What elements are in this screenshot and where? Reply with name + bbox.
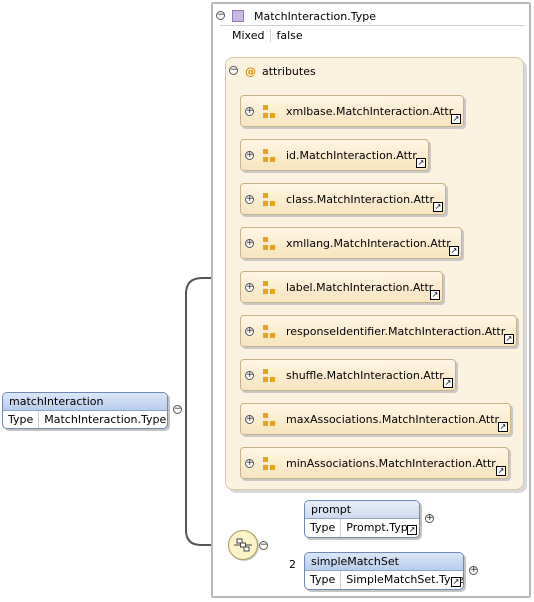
root-element-box[interactable]: matchInteraction Type MatchInteraction.T…	[2, 392, 168, 429]
prompt-element-name: prompt	[305, 501, 419, 519]
attribute-label: maxAssociations.MatchInteraction.Attr	[286, 413, 500, 426]
cardinality-label: 2	[289, 558, 296, 571]
attribute-label: xmllang.MatchInteraction.Attr	[286, 237, 451, 250]
attribute-label: label.MatchInteraction.Attr	[286, 281, 434, 294]
collapse-root-button[interactable]: −	[173, 404, 182, 414]
attribute-label: shuffle.MatchInteraction.Attr	[286, 369, 444, 382]
root-element-name: matchInteraction	[3, 393, 167, 411]
link-arrow-icon[interactable]: ↗	[498, 422, 508, 432]
expand-icon[interactable]: +	[245, 370, 254, 380]
attribute-icon	[263, 413, 277, 427]
attribute-box[interactable]: + class.MatchInteraction.Attr ↗	[240, 183, 446, 215]
attribute-label: class.MatchInteraction.Attr	[286, 193, 435, 206]
sequence-glyph	[234, 538, 252, 552]
mixed-value: false	[276, 28, 303, 42]
attribute-box[interactable]: + label.MatchInteraction.Attr ↗	[240, 271, 443, 303]
link-arrow-icon[interactable]: ↗	[433, 202, 443, 212]
attribute-icon	[263, 193, 277, 207]
attribute-icon	[263, 369, 277, 383]
attribute-icon	[263, 281, 277, 295]
mixed-row: Mixed false	[232, 27, 303, 43]
link-arrow-icon[interactable]: ↗	[496, 466, 506, 476]
attribute-label: minAssociations.MatchInteraction.Attr	[286, 457, 496, 470]
simplematchset-element-name: simpleMatchSet	[305, 553, 463, 571]
type-key: Type	[305, 571, 342, 589]
link-arrow-icon[interactable]: ↗	[504, 334, 514, 344]
root-element-type-row: Type MatchInteraction.Type	[3, 411, 167, 428]
expand-icon[interactable]: +	[245, 238, 254, 248]
divider	[220, 25, 525, 26]
link-arrow-icon[interactable]: ↗	[430, 290, 440, 300]
type-value: MatchInteraction.Type	[44, 413, 167, 426]
complex-type-header: MatchInteraction.Type	[232, 7, 376, 25]
attributes-group-title: − @ attributes	[229, 64, 316, 78]
attribute-icon	[263, 149, 277, 163]
expand-prompt-button[interactable]: +	[425, 513, 434, 523]
link-arrow-icon[interactable]: ↗	[451, 577, 461, 587]
expand-simplematchset-button[interactable]: +	[469, 565, 478, 575]
complex-type-name: MatchInteraction.Type	[254, 9, 377, 23]
expand-icon[interactable]: +	[245, 106, 254, 116]
attribute-box[interactable]: + xmllang.MatchInteraction.Attr ↗	[240, 227, 462, 259]
expand-icon[interactable]: +	[245, 282, 254, 292]
sequence-compositor-icon[interactable]	[228, 530, 258, 560]
expand-icon[interactable]: +	[245, 326, 254, 336]
attribute-box[interactable]: + shuffle.MatchInteraction.Attr ↗	[240, 359, 456, 391]
complex-type-icon	[232, 10, 244, 22]
expand-icon[interactable]: +	[245, 458, 254, 468]
attributes-label: attributes	[262, 64, 316, 78]
attribute-icon	[263, 325, 277, 339]
type-value: SimpleMatchSet.Type	[346, 573, 464, 586]
attribute-box[interactable]: + maxAssociations.MatchInteraction.Attr …	[240, 403, 511, 435]
attribute-icon	[263, 237, 277, 251]
expand-icon[interactable]: +	[245, 194, 254, 204]
link-arrow-icon[interactable]: ↗	[449, 246, 459, 256]
attribute-icon	[263, 105, 277, 119]
expand-icon[interactable]: +	[245, 414, 254, 424]
attribute-box[interactable]: + responseIdentifier.MatchInteraction.At…	[240, 315, 517, 347]
attribute-label: xmlbase.MatchInteraction.Attr	[286, 105, 454, 118]
prompt-element-box[interactable]: prompt Type Prompt.Type ↗	[304, 500, 420, 538]
collapse-type-button[interactable]: −	[216, 10, 225, 20]
type-key: Type	[305, 519, 342, 537]
prompt-type-row: Type Prompt.Type	[305, 519, 419, 537]
link-arrow-icon[interactable]: ↗	[407, 525, 417, 535]
mixed-key: Mixed	[232, 28, 272, 42]
type-key: Type	[3, 411, 40, 428]
attribute-label: id.MatchInteraction.Attr	[286, 149, 417, 162]
type-value: Prompt.Type	[346, 521, 415, 534]
link-arrow-icon[interactable]: ↗	[416, 158, 426, 168]
link-arrow-icon[interactable]: ↗	[443, 378, 453, 388]
expand-icon[interactable]: +	[245, 150, 254, 160]
at-icon: @	[245, 64, 256, 78]
attribute-box[interactable]: + xmlbase.MatchInteraction.Attr ↗	[240, 95, 464, 127]
collapse-attributes-button[interactable]: −	[229, 65, 238, 75]
attribute-label: responseIdentifier.MatchInteraction.Attr	[286, 325, 506, 338]
simplematchset-element-box[interactable]: simpleMatchSet Type SimpleMatchSet.Type …	[304, 552, 464, 590]
collapse-sequence-button[interactable]: −	[259, 540, 268, 550]
attribute-box[interactable]: + minAssociations.MatchInteraction.Attr …	[240, 447, 509, 479]
attribute-icon	[263, 457, 277, 471]
attribute-box[interactable]: + id.MatchInteraction.Attr ↗	[240, 139, 429, 171]
link-arrow-icon[interactable]: ↗	[451, 114, 461, 124]
simplematchset-type-row: Type SimpleMatchSet.Type	[305, 571, 463, 589]
